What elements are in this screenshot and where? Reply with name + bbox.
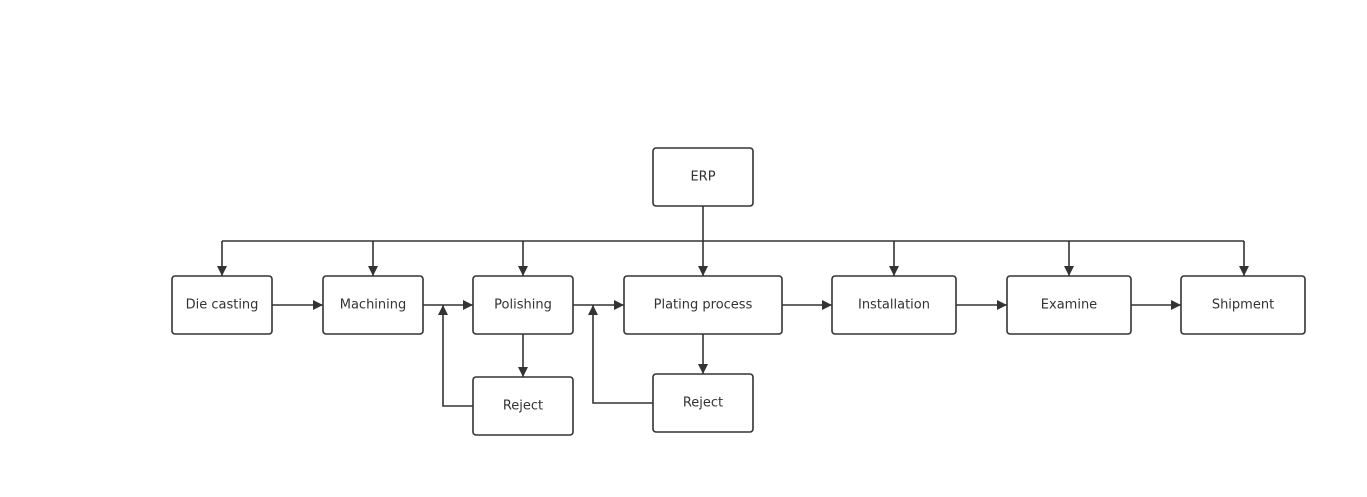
shipment-node: Shipment bbox=[1180, 275, 1306, 335]
plating-process-node: Plating process bbox=[623, 275, 783, 335]
polishing-node: Polishing bbox=[472, 275, 574, 335]
erp-label: ERP bbox=[690, 170, 715, 185]
installation-label: Installation bbox=[858, 298, 930, 313]
reject-node: Reject bbox=[472, 376, 574, 436]
die-casting-node: Die casting bbox=[171, 275, 273, 335]
erp-node: ERP bbox=[652, 147, 754, 207]
shipment-label: Shipment bbox=[1212, 298, 1274, 313]
installation-node: Installation bbox=[831, 275, 957, 335]
die-casting-label: Die casting bbox=[186, 298, 259, 313]
reject-node: Reject bbox=[652, 373, 754, 433]
edges bbox=[217, 206, 1249, 407]
nodes: ERP Die casting Machining Polishing Plat… bbox=[171, 147, 1306, 436]
polishing-label: Polishing bbox=[494, 298, 552, 313]
plating-process-label: Plating process bbox=[654, 298, 753, 313]
machining-label: Machining bbox=[340, 298, 407, 313]
reject-return-to-polishing-input-edge bbox=[438, 305, 473, 407]
examine-label: Examine bbox=[1041, 298, 1097, 313]
machining-node: Machining bbox=[322, 275, 424, 335]
reject-label: Reject bbox=[683, 396, 723, 411]
examine-node: Examine bbox=[1006, 275, 1132, 335]
reject-return-to-plating-input-edge bbox=[588, 305, 653, 404]
reject-label: Reject bbox=[503, 399, 543, 414]
